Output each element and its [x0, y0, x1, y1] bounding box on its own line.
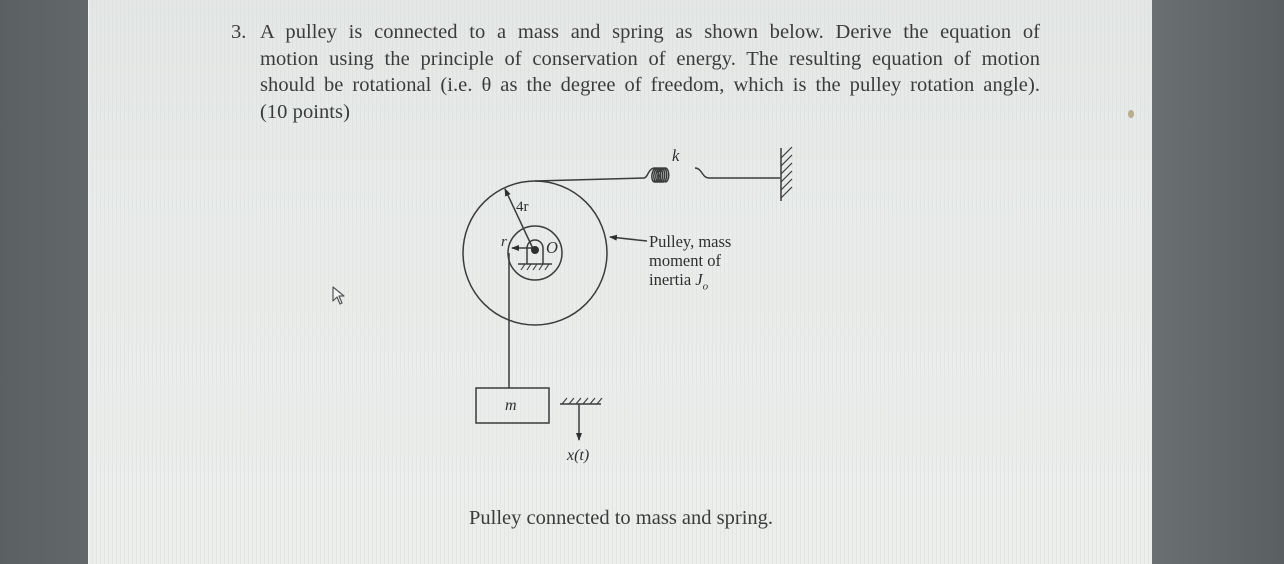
question-points: (10 points): [260, 100, 350, 123]
document-page: [88, 0, 1154, 564]
top-rope: [534, 177, 645, 182]
pulley-annotation-line-2: moment of: [649, 251, 721, 270]
wall-hatch: [780, 146, 793, 199]
question-line-2: motion using the principle of conservati…: [260, 47, 1040, 70]
background-left: [0, 0, 88, 564]
spring: [643, 167, 710, 183]
pulley-annotation-arrow: [609, 234, 648, 242]
mouse-cursor-icon: [332, 286, 345, 305]
displacement-label: x(t): [567, 447, 590, 464]
mass-label: m: [505, 397, 517, 414]
spring-constant-label: k: [672, 146, 680, 165]
reference-hatch: [561, 397, 603, 405]
outer-radius-label: 4r: [516, 199, 529, 215]
question-line-3: should be rotational (i.e. θ as the degr…: [260, 74, 1040, 96]
background-right: [1152, 0, 1284, 564]
inner-radius-label: r: [501, 234, 507, 250]
bearing-support: [526, 239, 544, 264]
question-line-1: A pulley is connected to a mass and spri…: [260, 21, 1040, 43]
pivot-label: O: [546, 238, 558, 257]
pivot-point: [531, 246, 539, 254]
screen-speck: [1128, 110, 1134, 118]
inner-pulley: [507, 225, 563, 281]
pulley-annotation-line-3: inertia Jo: [649, 270, 709, 293]
pulley-annotation-line-1: Pulley, mass: [649, 232, 732, 251]
bearing-hatch: [520, 263, 550, 271]
question-number: 3.: [231, 21, 247, 43]
pulley-annotation: Pulley, mass moment of inertia Jo: [649, 232, 731, 296]
figure-caption: Pulley connected to mass and spring.: [469, 507, 774, 529]
question-text: A pulley is connected to a mass and spri…: [260, 19, 1040, 125]
mass-block: [475, 387, 550, 424]
